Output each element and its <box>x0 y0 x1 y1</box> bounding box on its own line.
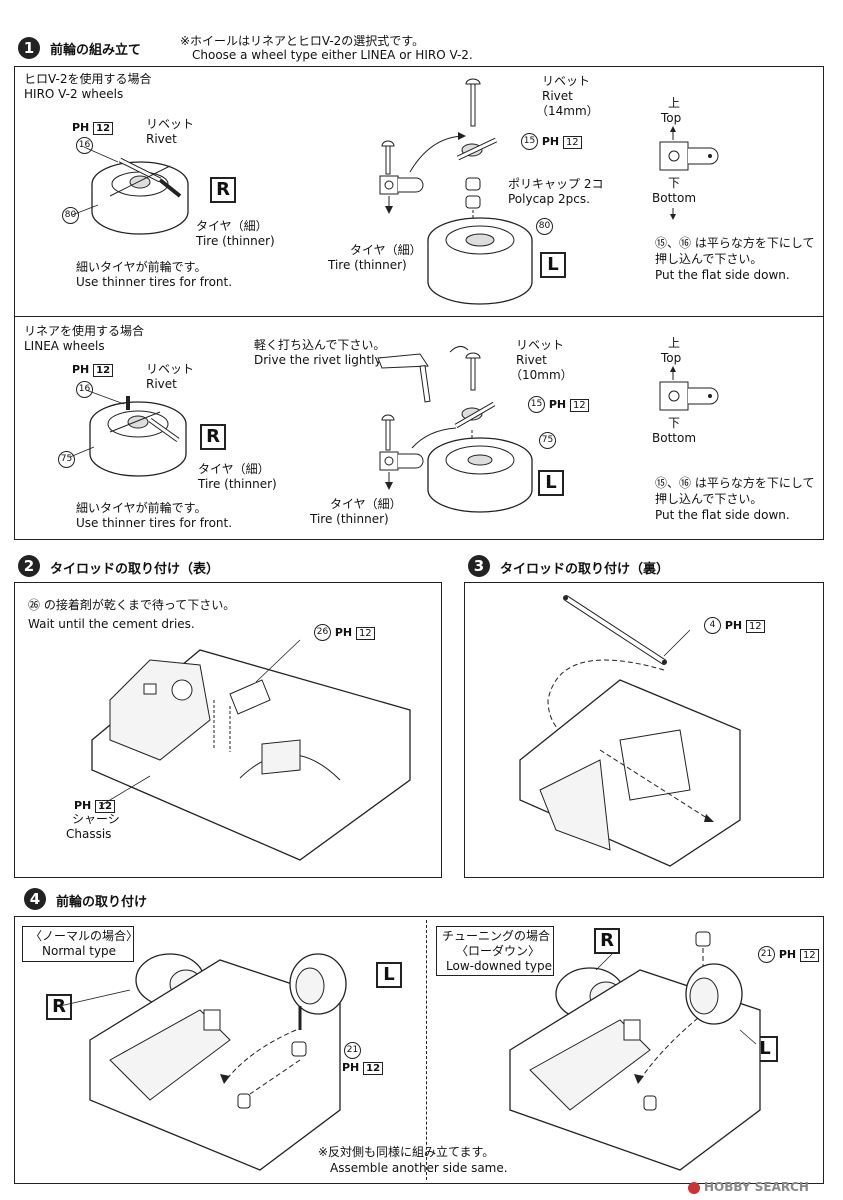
step1-number-badge: 1 <box>18 37 40 59</box>
step4-normal-ph: PH 12 <box>342 1060 384 1076</box>
step4-normal-right-label: R <box>46 994 72 1020</box>
tuning-type-label-box <box>436 926 554 976</box>
step4-assemble-en: Assemble another side same. <box>330 1161 508 1175</box>
linea-left-label: L <box>538 470 564 496</box>
step3-part-4: 4 PH 12 <box>704 617 765 634</box>
linea-ph-label: PH 12 <box>72 362 114 378</box>
hiro-bottom-en: Bottom <box>652 191 697 205</box>
hiro-top-en: Top <box>661 111 682 125</box>
step1-divider <box>14 316 824 317</box>
linea-part-16: 16 <box>76 381 93 398</box>
hiro-rivet-jp: リベット <box>146 117 195 131</box>
hiro-ph-label: PH 12 <box>72 120 114 136</box>
linea-top-jp: 上 <box>668 336 681 350</box>
hiro-flat-jp1: ⑮、⑯ は平らな方を下にして <box>655 236 815 250</box>
step2-part-26: 26 PH 12 <box>314 624 375 641</box>
linea-header-jp: リネアを使用する場合 <box>24 324 145 338</box>
step1-title: 前輪の組み立て <box>50 43 142 58</box>
hiro-rivet2-en: Rivet <box>542 89 573 103</box>
linea-flat-en: Put the flat side down. <box>655 508 790 522</box>
hiro-header-en: HIRO V-2 wheels <box>24 87 124 101</box>
step3-title: タイロッドの取り付け（裏） <box>500 562 670 577</box>
footer-logo-icon <box>688 1181 700 1194</box>
linea-rivet-en: Rivet <box>146 377 177 391</box>
step4-tuning-part-21: 21 PH 12 <box>758 946 819 963</box>
linea-bottom-en: Bottom <box>652 431 697 445</box>
step2-chassis-en: Chassis <box>66 827 112 841</box>
hiro-tire-jp: タイヤ（細） <box>196 219 268 233</box>
linea-front-jp: 細いタイヤが前輪です。 <box>76 501 207 515</box>
hiro-rivet-en: Rivet <box>146 132 177 146</box>
hiro-flat-en: Put the flat side down. <box>655 268 790 282</box>
hiro-bottom-jp: 下 <box>668 176 681 190</box>
linea-part-75: 75 <box>58 451 75 468</box>
hiro-part-16: 16 <box>76 137 93 154</box>
step4-title: 前輪の取り付け <box>56 895 148 910</box>
linea-rivet2-size: （10mm） <box>510 368 573 382</box>
hiro-rivet2-size: （14mm） <box>536 104 599 118</box>
step1-note-jp: ※ホイールはリネアとヒロV-2の選択式です。 <box>180 34 425 48</box>
linea-tire-en: Tire (thinner) <box>198 477 277 491</box>
linea-rivet2-jp: リベット <box>516 338 565 352</box>
linea-top-en: Top <box>661 351 682 365</box>
hiro-tire2-en: Tire (thinner) <box>328 258 407 272</box>
linea-part-75b: 75 <box>539 432 556 449</box>
step3-panel <box>464 582 824 878</box>
linea-rivet-jp: リベット <box>146 362 195 376</box>
step2-title: タイロッドの取り付け（表） <box>50 562 220 577</box>
tuning-type-jp1: チューニングの場合 <box>442 929 551 943</box>
step2-note-en: Wait until the cement dries. <box>28 617 195 631</box>
step4-assemble-jp: ※反対側も同様に組み立てます。 <box>318 1145 495 1159</box>
linea-part-15: 15 PH 12 <box>528 396 589 413</box>
hiro-top-jp: 上 <box>668 96 681 110</box>
step1-panel <box>14 66 824 540</box>
hiro-front-jp: 細いタイヤが前輪です。 <box>76 260 207 274</box>
hiro-polycap-jp: ポリキャップ 2コ <box>508 177 604 191</box>
step4-dashed-divider <box>426 920 427 1180</box>
linea-bottom-jp: 下 <box>668 416 681 430</box>
step1-note-en: Choose a wheel type either LINEA or HIRO… <box>192 48 473 62</box>
hiro-part-80: 80 <box>62 207 79 224</box>
tuning-type-en: Low-downed type <box>446 959 552 973</box>
hiro-tire-en: Tire (thinner) <box>196 234 275 248</box>
linea-front-en: Use thinner tires for front. <box>76 516 233 530</box>
linea-rivet2-en: Rivet <box>516 353 547 367</box>
linea-drive-jp: 軽く打ち込んで下さい。 <box>254 338 386 352</box>
step4-number-badge: 4 <box>24 888 46 910</box>
hiro-header-jp: ヒロV-2を使用する場合 <box>24 72 152 86</box>
linea-tire-jp: タイヤ（細） <box>198 462 270 476</box>
step4-normal-left-label: L <box>376 962 402 988</box>
hiro-right-label: R <box>210 177 236 203</box>
linea-tire2-en: Tire (thinner) <box>310 512 389 526</box>
step4-tuning-left-label: L <box>752 1036 778 1062</box>
normal-type-jp: 〈ノーマルの場合〉 <box>30 929 139 943</box>
step2-note-jp: ㉖ の接着剤が乾くまで待って下さい。 <box>28 598 236 612</box>
hiro-part-80b: 80 <box>536 218 553 235</box>
hiro-rivet2-jp: リベット <box>542 74 591 88</box>
linea-tire2-jp: タイヤ（細） <box>330 497 402 511</box>
step2-panel <box>14 582 442 878</box>
step4-panel <box>14 916 824 1184</box>
step2-number-badge: 2 <box>18 555 40 577</box>
step2-chassis-jp: シャーシ <box>72 812 120 826</box>
hiro-left-label: L <box>540 252 566 278</box>
hiro-front-en: Use thinner tires for front. <box>76 275 233 289</box>
step4-tuning-right-label: R <box>594 928 620 954</box>
linea-flat-jp1: ⑮、⑯ は平らな方を下にして <box>655 476 815 490</box>
linea-header-en: LINEA wheels <box>24 339 105 353</box>
hiro-flat-jp2: 押し込んで下さい。 <box>655 252 763 266</box>
linea-flat-jp2: 押し込んで下さい。 <box>655 492 763 506</box>
normal-type-label-box <box>22 926 134 962</box>
footer-watermark-brand: HOBBY SEARCH <box>688 1180 809 1194</box>
hiro-part-15: 15 PH 12 <box>521 133 582 150</box>
step3-number-badge: 3 <box>468 555 490 577</box>
step4-normal-part-21: 21 <box>344 1042 361 1059</box>
normal-type-en: Normal type <box>42 944 117 958</box>
hiro-tire2-jp: タイヤ（細） <box>350 243 422 257</box>
linea-drive-en: Drive the rivet lightly. <box>254 353 384 367</box>
hiro-polycap-en: Polycap 2pcs. <box>508 192 590 206</box>
tuning-type-jp2: 〈ローダウン〉 <box>456 944 541 958</box>
linea-right-label: R <box>200 424 226 450</box>
